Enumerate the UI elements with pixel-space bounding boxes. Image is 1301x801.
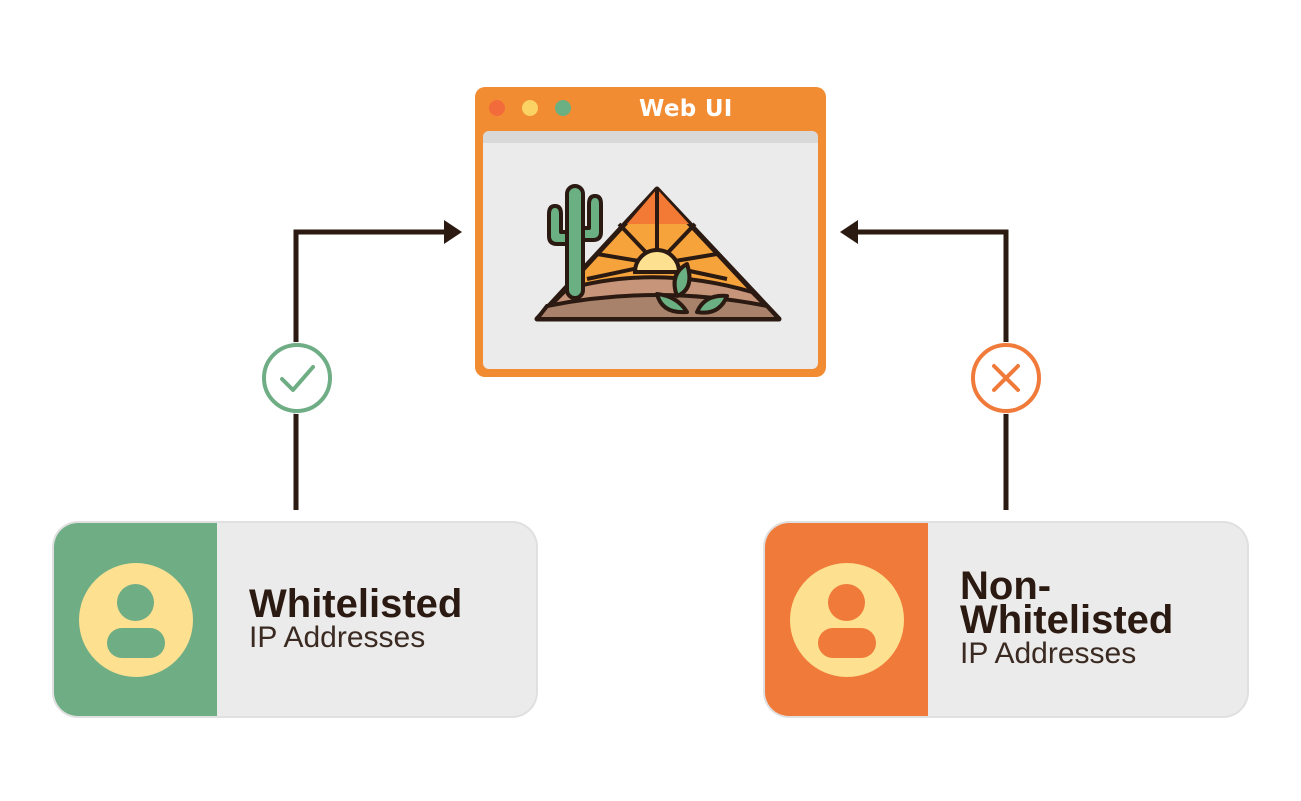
- non-whitelisted-card: Non- Whitelisted IP Addresses: [765, 523, 1247, 716]
- non-whitelisted-connector: [856, 229, 1009, 510]
- window-maximize-dot: [555, 100, 571, 116]
- cross-icon: [971, 343, 1041, 413]
- whitelisted-status-badge: [261, 342, 333, 414]
- window-minimize-dot: [522, 100, 538, 116]
- whitelisted-arrowhead: [444, 220, 462, 244]
- user-avatar-icon: [790, 563, 904, 677]
- avatar-body: [818, 628, 876, 658]
- window-titlebar: Web UI: [475, 87, 826, 131]
- viewport-topbar: [483, 131, 818, 143]
- window-viewport: [483, 131, 818, 369]
- non-whitelisted-arrowhead: [840, 220, 858, 244]
- non-whitelisted-card-text: Non- Whitelisted IP Addresses: [960, 564, 1174, 671]
- whitelisted-card: Whitelisted IP Addresses: [54, 523, 536, 716]
- user-avatar-icon: [79, 563, 193, 677]
- avatar-body: [107, 628, 165, 658]
- non-whitelisted-subtitle: IP Addresses: [960, 637, 1137, 670]
- whitelisted-subtitle: IP Addresses: [249, 621, 426, 654]
- desert-landscape-icon: [534, 184, 782, 322]
- non-whitelisted-card-side: [765, 523, 928, 716]
- whitelisted-connector: [293, 229, 448, 510]
- whitelisted-card-side: [54, 523, 217, 716]
- avatar-head: [117, 584, 154, 621]
- whitelisted-title: Whitelisted: [249, 582, 463, 626]
- whitelisted-card-text: Whitelisted IP Addresses: [249, 582, 463, 655]
- check-icon: [262, 343, 332, 413]
- non-whitelisted-status-badge: [970, 342, 1042, 414]
- non-whitelisted-title: Non- Whitelisted: [960, 564, 1174, 642]
- window-close-dot: [489, 100, 505, 116]
- avatar-head: [828, 584, 865, 621]
- web-ui-title: Web UI: [639, 96, 733, 122]
- web-ui-window: Web UI: [475, 87, 826, 377]
